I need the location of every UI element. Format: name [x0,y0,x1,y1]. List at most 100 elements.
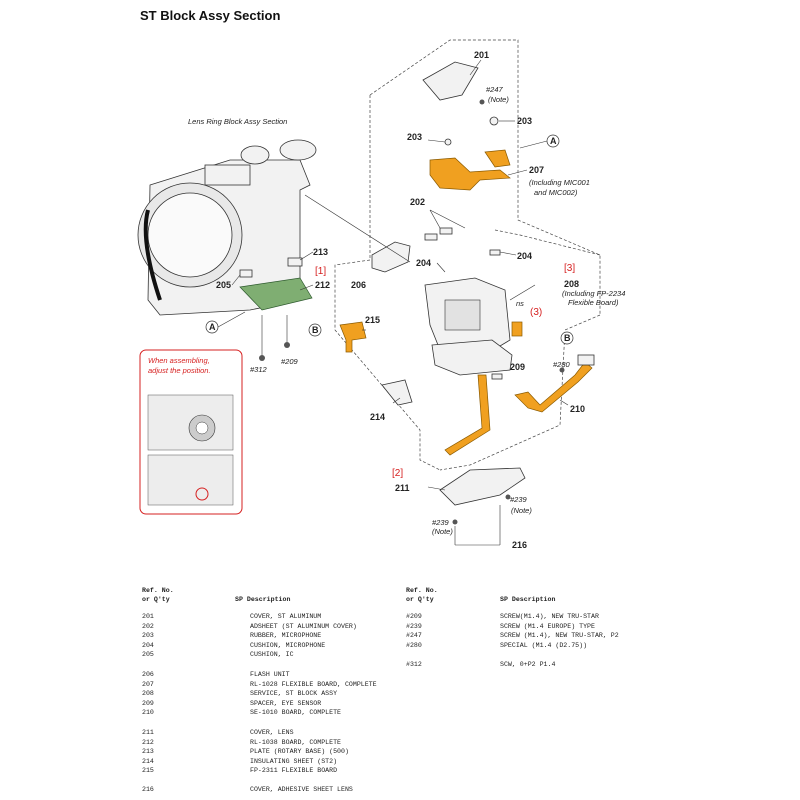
exploded-diagram: A A B B Lens Ring Block Assy Section Whe… [137,39,625,550]
part-ref: 208 [142,690,154,697]
part-ref: 212 [142,738,154,746]
board-212-part [239,277,313,311]
cover-lens-211 [439,467,526,506]
part-description: SCREW(M1.4), NEW TRU-STAR [500,613,599,620]
note-207-line1: (Including MIC001 [529,178,590,187]
label-214: 214 [370,412,385,422]
part-description: RL-1028 FLEXIBLE BOARD, COMPLETE [250,680,377,688]
part-description: CUSHION, IC [250,651,294,658]
assembly-outline-left [334,95,441,471]
part-description: CUSHION, MICROPHONE [250,641,326,649]
part-ref: #312 [406,661,422,668]
connector-b-left [308,323,322,337]
part-ref: 206 [142,671,154,678]
connector-a-left-label: A [209,322,216,332]
red-mark-3-paren: (3) [530,307,542,318]
part-description: COVER, ST ALUMINUM [250,613,322,620]
note-208-line2: Flexible Board) [568,298,619,307]
part-ref: 210 [142,709,154,716]
part-description: INSULATING SHEET (ST2) [250,757,338,765]
label-203-right: 203 [517,116,532,126]
part-ref: 203 [142,632,154,639]
part-description: COVER, ADHESIVE SHEET LENS [250,786,353,793]
label-211: 211 [395,483,410,493]
lens-ring-label: Lens Ring Block Assy Section [188,117,287,126]
insulating-sheet-214 [381,379,413,406]
part-description: RUBBER, MICROPHONE [250,632,322,639]
part-description: SPACER, EYE SENSOR [250,699,322,707]
part-ref: 216 [142,786,154,793]
red-mark-2: [2] [392,468,403,479]
assembly-outline-right [494,229,601,256]
label-205: 205 [216,280,231,290]
connector-b-right [560,331,574,345]
connector-b-right-label: B [564,333,571,343]
part-ref: #239 [406,622,422,630]
label-204-right: 204 [517,251,532,261]
part-ref: 211 [142,729,154,736]
flex-207-part [429,157,511,191]
red-mark-3: [3] [564,263,575,274]
part-ref: 214 [142,757,154,765]
assembly-outline-upper [369,39,601,315]
label-216: 216 [512,540,527,550]
caution-text-1: When assembling, [148,356,210,365]
left-ref-header: Ref. No. or Q'ty [142,586,174,604]
part-description: PLATE (ROTARY BASE) (500) [250,748,349,755]
flex-215-part [339,321,367,353]
note-209: #209 [281,357,299,366]
note-ns: ns [516,299,524,308]
right-ref-header-line2: or Q'ty [406,596,434,603]
label-201: 201 [474,50,489,60]
label-210: 210 [570,404,585,414]
part-description: RL-1038 BOARD, COMPLETE [250,738,342,746]
part-description: FLASH UNIT [250,671,290,678]
cushion-205-part [239,269,253,278]
connector-b-left-label: B [312,325,319,335]
note-207-line2: and MIC002) [534,188,578,197]
note-247-note: (Note) [488,95,509,104]
part-description: COVER, LENS [250,729,294,736]
part-description: SCREW (M1.4 EUROPE) TYPE [500,622,595,630]
label-209: 209 [510,362,525,372]
cushion-204-part [489,249,501,256]
plate-213-part [287,257,303,267]
rubber-203-left [444,138,452,146]
rubber-203-right [489,116,499,126]
note-208-line1: (Including FP-2234 [562,289,625,298]
part-description: SPECIAL (M1.4 (D2.75)) [500,641,588,649]
part-ref: 205 [142,651,154,658]
note-280: #280 [553,360,571,369]
label-215: 215 [365,315,380,325]
part-ref: #247 [406,632,422,639]
st-block-chassis-208 [424,277,523,376]
part-ref: 204 [142,641,154,649]
note-239-left-note: (Note) [432,527,453,536]
note-239-right: #239 [510,495,528,504]
label-212: 212 [315,280,330,290]
part-description: SE-1010 BOARD, COMPLETE [250,709,342,716]
note-312: #312 [250,365,268,374]
part-ref: 209 [142,699,154,707]
label-208: 208 [564,279,579,289]
part-description: FP-2311 FLEXIBLE BOARD [250,767,338,774]
part-description: SCREW (M1.4), NEW TRU-STAR, P2 [500,632,619,639]
left-ref-header-line2: or Q'ty [142,596,170,603]
part-description: SERVICE, ST BLOCK ASSY [250,690,338,697]
right-ref-header-line1: Ref. No. [406,587,438,594]
label-213: 213 [313,247,328,257]
part-ref: 202 [142,622,154,630]
cover-201-part [422,61,479,101]
part-ref: 201 [142,613,154,620]
part-ref: #280 [406,641,422,649]
caution-text-2: adjust the position. [148,366,211,375]
left-ref-header-line1: Ref. No. [142,587,174,594]
flash-unit-206-part [371,241,411,273]
assembly-outline-lower [439,314,601,471]
red-mark-1: [1] [315,266,326,277]
connector-a-top-label: A [550,136,557,146]
label-204-left: 204 [416,258,431,268]
part-description: ADSHEET (ST ALUMINUM COVER) [250,622,357,630]
part-ref: #209 [406,613,422,620]
note-247: #247 [486,85,504,94]
